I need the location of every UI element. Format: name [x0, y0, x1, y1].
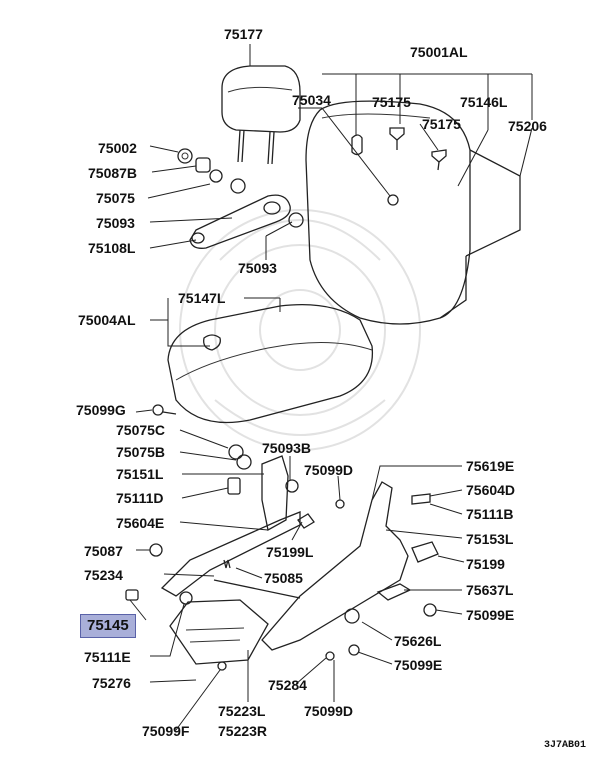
- headrest: [221, 65, 301, 165]
- label-75099f[interactable]: 75099F: [142, 723, 190, 739]
- label-75085[interactable]: 75085: [264, 570, 303, 586]
- label-75619e[interactable]: 75619E: [466, 458, 515, 474]
- seat-frame-right: [261, 481, 439, 661]
- label-75087b[interactable]: 75087B: [88, 165, 138, 181]
- label-75001al[interactable]: 75001AL: [410, 44, 468, 60]
- label-75206[interactable]: 75206: [508, 118, 547, 134]
- label-75626l[interactable]: 75626L: [394, 633, 442, 649]
- label-75151l[interactable]: 75151L: [116, 466, 164, 482]
- label-75604e[interactable]: 75604E: [116, 515, 165, 531]
- label-75093b[interactable]: 75093B: [262, 440, 312, 456]
- label-75177[interactable]: 75177: [224, 26, 263, 42]
- label-75075c[interactable]: 75075C: [116, 422, 166, 438]
- label-75099g[interactable]: 75099G: [76, 402, 126, 418]
- label-75284[interactable]: 75284: [268, 677, 307, 693]
- leader-lines: [129, 44, 533, 731]
- label-75099e-right[interactable]: 75099E: [466, 607, 515, 623]
- label-75223l[interactable]: 75223L: [218, 703, 266, 719]
- label-75147l[interactable]: 75147L: [178, 290, 226, 306]
- label-75111e[interactable]: 75111E: [84, 649, 131, 665]
- label-75099e-lower[interactable]: 75099E: [394, 657, 443, 673]
- label-75175-upper[interactable]: 75175: [372, 94, 411, 110]
- label-75004al[interactable]: 75004AL: [78, 312, 136, 328]
- label-75002[interactable]: 75002: [98, 140, 137, 156]
- label-75034[interactable]: 75034: [292, 92, 331, 108]
- label-75199l[interactable]: 75199L: [266, 544, 314, 560]
- label-75234[interactable]: 75234: [84, 567, 123, 583]
- label-75146l[interactable]: 75146L: [460, 94, 508, 110]
- label-75075b[interactable]: 75075B: [116, 444, 166, 460]
- label-75111b[interactable]: 75111B: [466, 506, 514, 522]
- armrest: [177, 148, 304, 249]
- backrest-hardware: [389, 127, 447, 171]
- label-75099d-upper[interactable]: 75099D: [304, 462, 354, 478]
- label-75153l[interactable]: 75153L: [466, 531, 514, 547]
- label-75111d[interactable]: 75111D: [116, 490, 164, 506]
- label-75075[interactable]: 75075: [96, 190, 135, 206]
- label-75145-highlighted[interactable]: 75145: [80, 614, 136, 638]
- label-75093-left[interactable]: 75093: [96, 215, 135, 231]
- label-75223r[interactable]: 75223R: [218, 723, 268, 739]
- label-75604d[interactable]: 75604D: [466, 482, 516, 498]
- diagram-code: 3J7AB01: [544, 740, 587, 751]
- label-75276[interactable]: 75276: [92, 675, 131, 691]
- lower-tray: [125, 589, 269, 671]
- label-75175-lower[interactable]: 75175: [422, 116, 461, 132]
- watermark-emblem: [179, 209, 421, 451]
- label-75637l[interactable]: 75637L: [466, 582, 514, 598]
- label-75099d-lower[interactable]: 75099D: [304, 703, 354, 719]
- label-75093-lower[interactable]: 75093: [238, 260, 277, 276]
- label-75199[interactable]: 75199: [466, 556, 505, 572]
- label-75087[interactable]: 75087: [84, 543, 123, 559]
- label-75108l[interactable]: 75108L: [88, 240, 136, 256]
